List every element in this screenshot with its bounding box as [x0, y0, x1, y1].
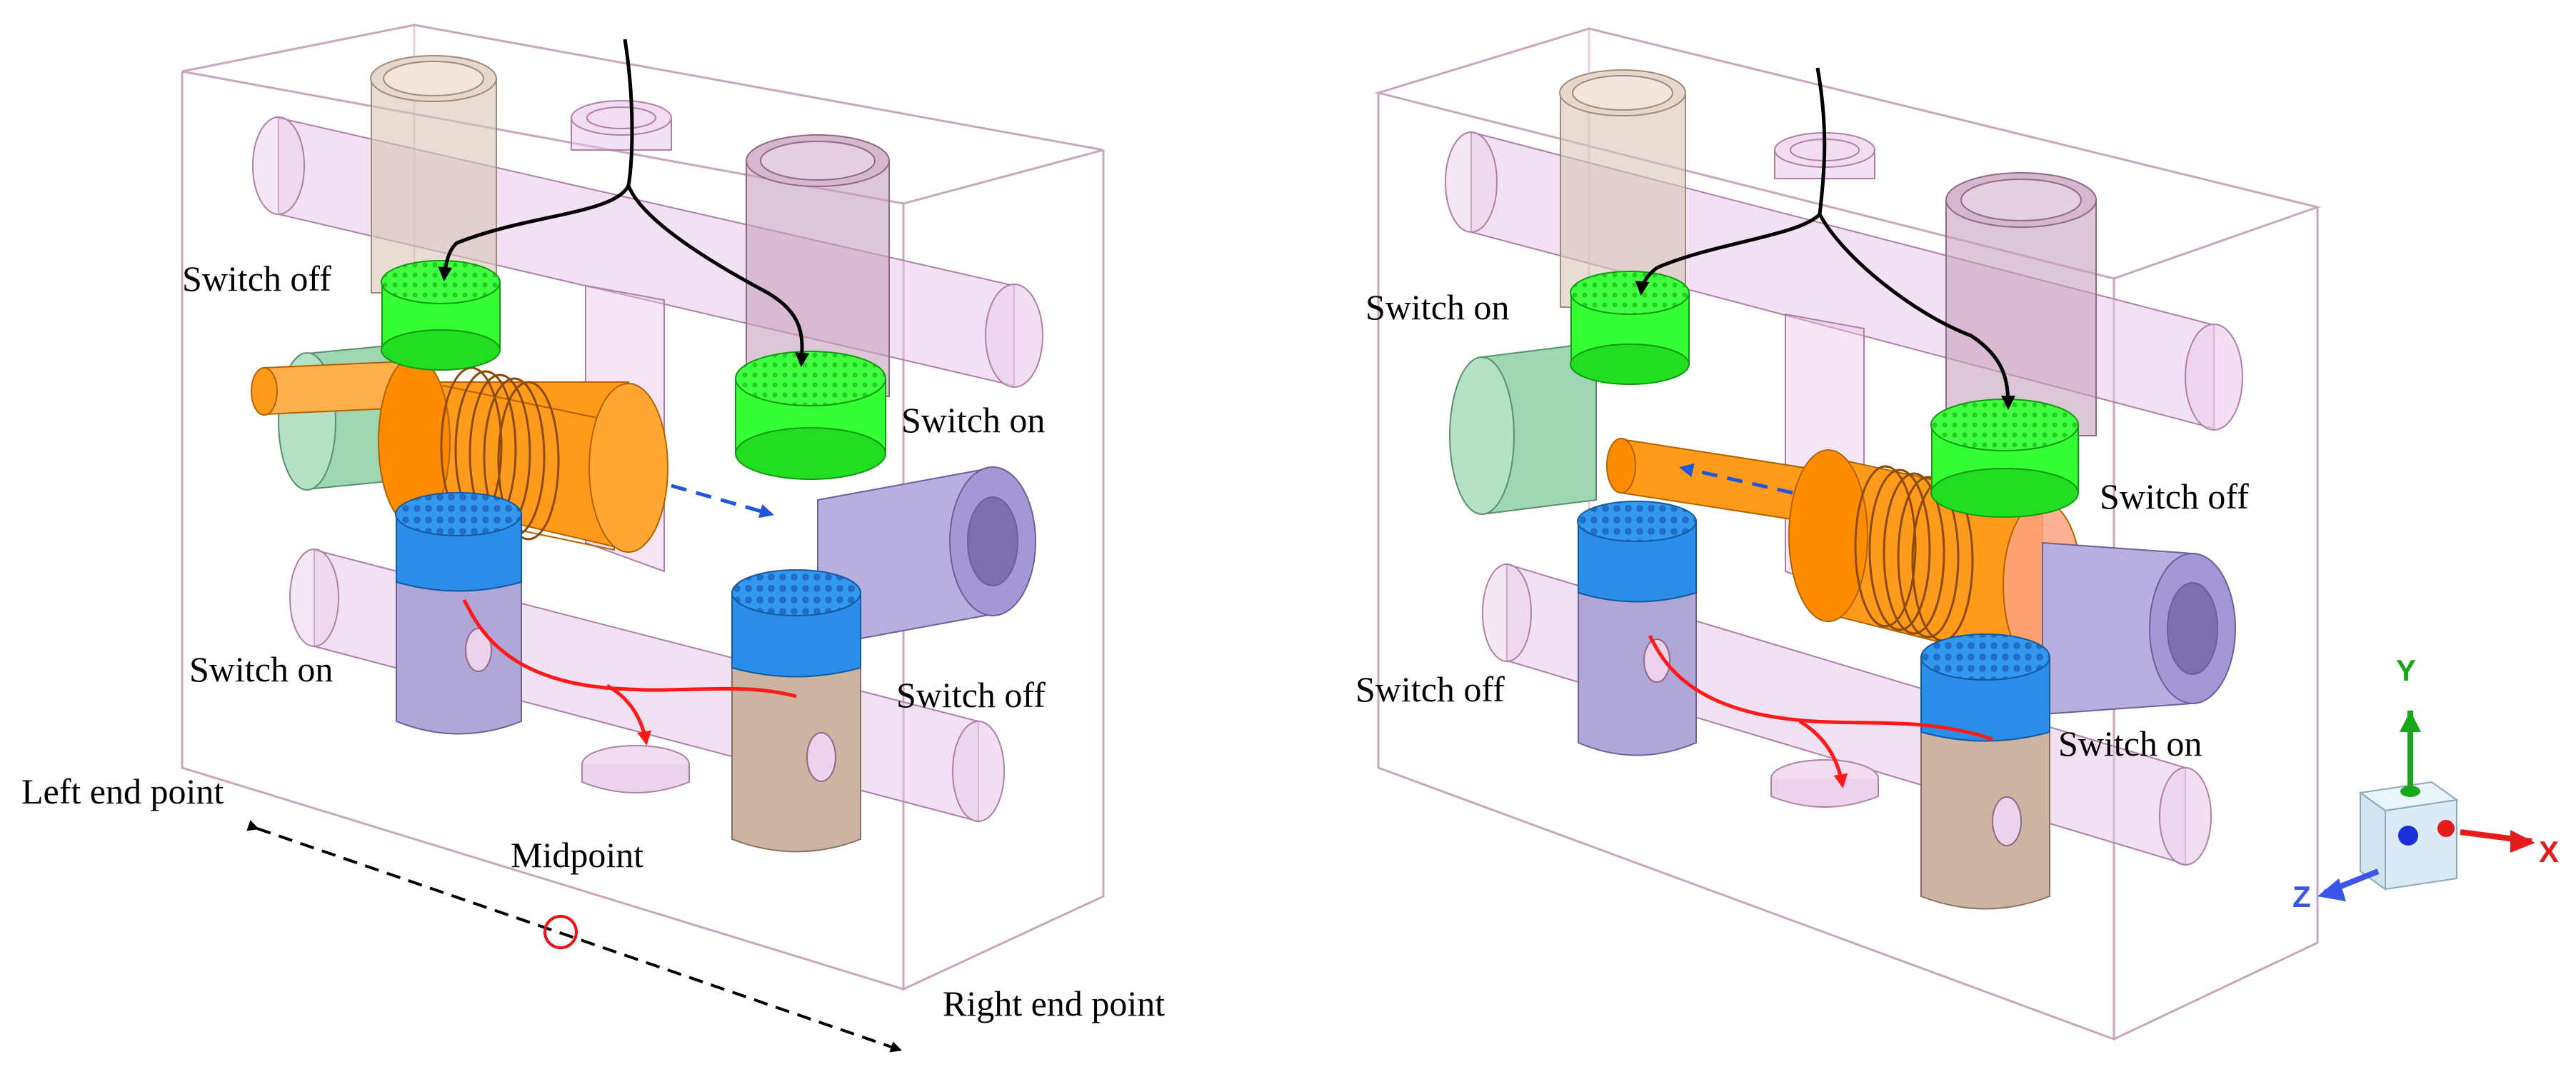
label-right-end-point: Right end point: [943, 983, 1166, 1023]
left-bottom-port: [581, 745, 690, 793]
left-spool-motion-arrow: [671, 484, 774, 519]
left-label-switch-bottom-right: Switch off: [896, 675, 1046, 715]
left-seat-top-left: [381, 260, 501, 371]
right-top-column-b: [1945, 172, 2097, 436]
right-valve-assembly: [1374, 27, 2322, 1041]
left-return-flow-arrow: [606, 683, 651, 746]
right-label-switch-bottom-right: Switch on: [2058, 723, 2202, 763]
left-label-switch-top-right: Switch on: [901, 400, 1046, 440]
right-flow-path-inlet-split: [1635, 67, 1827, 296]
left-valve-assembly: [181, 24, 1105, 1053]
label-left-end-point: Left end point: [21, 771, 224, 811]
right-seat-bottom-left: [1577, 501, 1697, 756]
left-label-switch-top-left: Switch off: [182, 259, 331, 299]
axis-label-y: Y: [2396, 653, 2417, 687]
left-seat-bottom-left: [395, 492, 522, 735]
left-flow-path-inlet-split: [438, 39, 634, 281]
left-top-column-a: [370, 55, 497, 294]
right-bottom-port: [1770, 759, 1879, 808]
axis-label-z: Z: [2292, 880, 2311, 913]
right-return-flow-path: [1648, 634, 1993, 741]
left-return-flow-path: [462, 598, 797, 698]
midpoint-marker: [543, 915, 578, 949]
axis-cube: [2358, 781, 2459, 891]
label-midpoint: Midpoint: [511, 835, 644, 875]
axis-triad: [2317, 711, 2535, 901]
axis-label-x: X: [2539, 835, 2560, 868]
right-label-switch-top-right: Switch off: [2100, 476, 2249, 516]
left-flow-path-inlet-right: [626, 185, 810, 367]
left-label-switch-bottom-left: Switch on: [189, 649, 334, 689]
right-seat-top-left: [1570, 271, 1690, 385]
x-axis-indicator: [2460, 829, 2535, 853]
z-axis-indicator: [2317, 868, 2380, 901]
left-lavender-cylinder: [817, 466, 1036, 648]
right-seat-top-right: [1930, 399, 2079, 518]
right-seat-bottom-right: [1920, 633, 2050, 910]
right-label-switch-bottom-left: Switch off: [1355, 669, 1505, 709]
y-axis-indicator: [2400, 711, 2421, 786]
right-return-flow-arrow: [1798, 719, 1848, 788]
right-flow-path-inlet-right: [1818, 213, 2015, 410]
left-seat-top-right: [735, 351, 886, 480]
right-green-sleeve: [1449, 341, 1597, 516]
right-label-switch-top-left: Switch on: [1365, 287, 1510, 327]
right-spool-motion-arrow: [1679, 463, 1793, 495]
left-seat-bottom-right: [731, 569, 861, 853]
right-lavender-cylinder: [2042, 541, 2236, 716]
